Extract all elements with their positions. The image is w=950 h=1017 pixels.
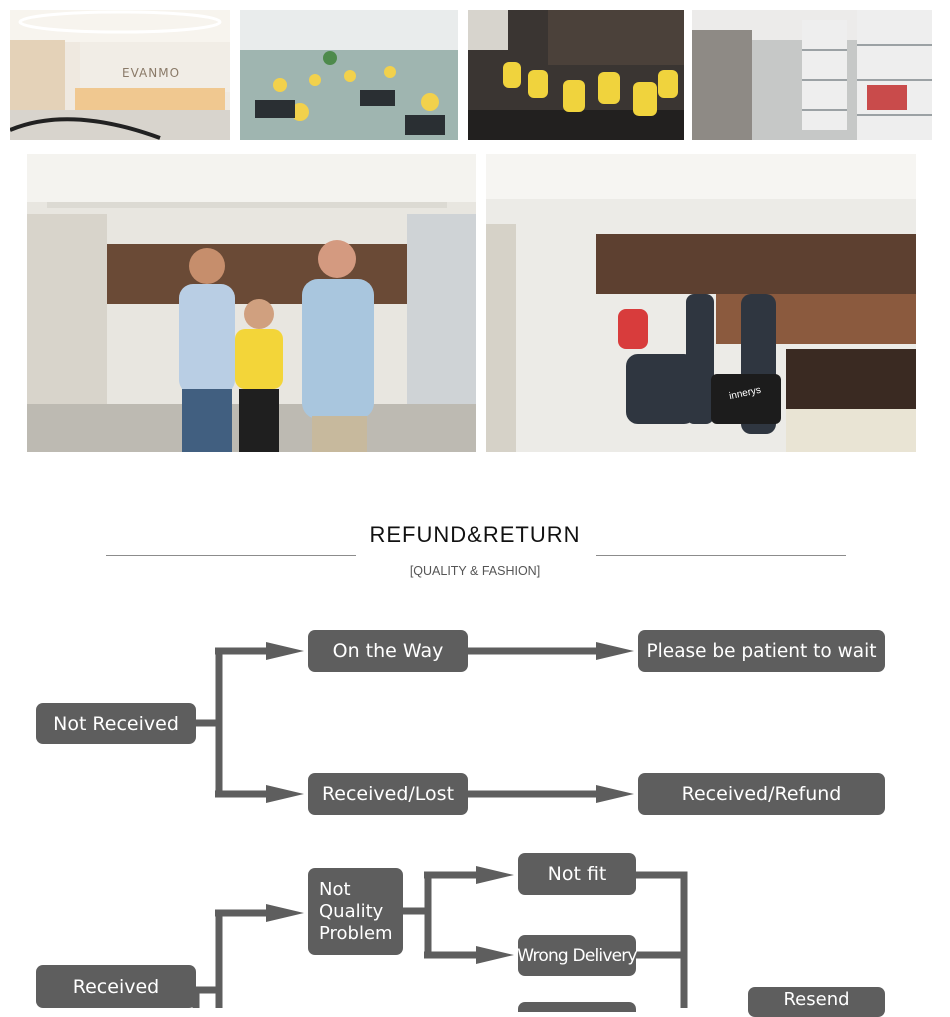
photo-office-lobby: EVANMO xyxy=(10,10,230,140)
arrow-to-on-the-way xyxy=(215,642,304,660)
arrow-to-not-fit xyxy=(424,866,514,884)
arrow-to-please-wait xyxy=(468,642,634,660)
photo-trade-show-visitors xyxy=(27,154,476,452)
node-wrong-delivery: Wrong Delivery xyxy=(517,935,638,976)
photo-trade-show-booth: innerys xyxy=(486,154,916,452)
arrow-to-received-refund xyxy=(468,785,634,803)
node-resend: Resend xyxy=(748,987,885,1017)
connector-right-rail xyxy=(636,871,688,1008)
arrow-to-not-quality-problem xyxy=(215,904,304,922)
title-rule-right xyxy=(596,555,846,556)
node-on-the-way: On the Way xyxy=(308,630,468,672)
node-not-received: Not Received xyxy=(36,703,196,744)
arrow-to-received-lost xyxy=(215,785,304,803)
photo-office-workstations xyxy=(240,10,458,140)
photo-team-meeting xyxy=(468,10,684,140)
node-not-fit: Not fit xyxy=(518,853,636,895)
node-please-be-patient: Please be patient to wait xyxy=(638,630,885,672)
section-subtitle: [QUALITY & FASHION] xyxy=(409,564,541,578)
title-rule-left xyxy=(106,555,356,556)
photo-warehouse xyxy=(692,10,932,140)
arrow-to-wrong-delivery xyxy=(424,946,514,964)
node-received: Received xyxy=(36,965,196,1008)
section-title: REFUND&RETURN xyxy=(369,522,581,547)
node-not-quality-problem: Not Quality Problem xyxy=(308,868,403,955)
node-received-lost: Received/Lost xyxy=(308,773,468,815)
connector-received-stem xyxy=(192,986,219,1008)
node-received-refund: Received/Refund xyxy=(638,773,885,815)
lobby-sign-text: EVANMO xyxy=(122,66,181,80)
node-bottom-partial xyxy=(518,1002,636,1012)
